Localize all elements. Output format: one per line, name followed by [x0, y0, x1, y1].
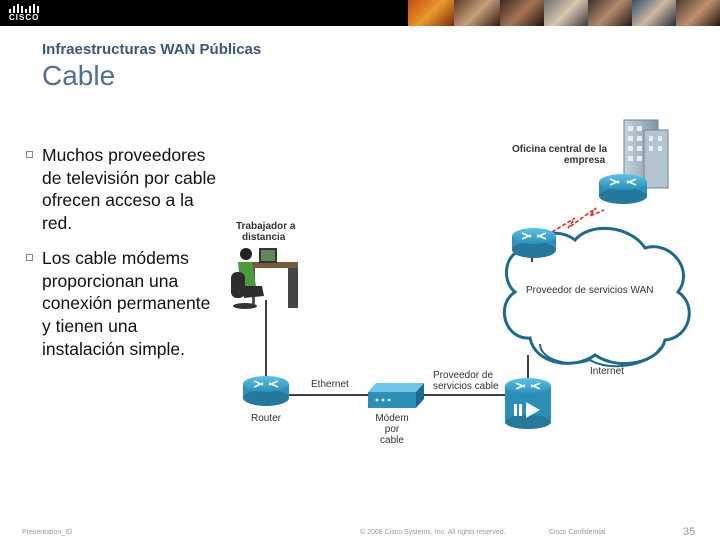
- router-icon: [599, 174, 647, 204]
- photo-collage-3: [500, 0, 544, 26]
- bullet-text: Los cable módems proporcionan una conexi…: [42, 247, 211, 359]
- cisco-logo: CISCO: [8, 4, 42, 22]
- top-banner: CISCO: [0, 0, 720, 26]
- router-icon: [243, 376, 289, 406]
- teleworker-label: Trabajador a distancia: [236, 221, 296, 243]
- cable-provider-label: Proveedor de servicios cable: [433, 370, 499, 392]
- bullet-text: Muchos proveedores de televisión por cab…: [42, 145, 217, 234]
- ethernet-label: Ethernet: [311, 379, 349, 390]
- bullet-item: Los cable módems proporcionan una conexi…: [26, 247, 221, 361]
- cable-modem-label: Módem por cable: [375, 413, 409, 446]
- wan-provider-label: Proveedor de servicios WAN: [526, 285, 654, 296]
- cisco-bars-icon: [9, 4, 39, 13]
- internet-label: Internet: [590, 366, 624, 377]
- cable-headend-router-icon: [505, 378, 551, 429]
- router-icon: [512, 228, 556, 258]
- footer-presentation-id: Presentation_ID: [22, 529, 73, 536]
- bullet-square-icon: [26, 253, 33, 261]
- bullet-item: Muchos proveedores de televisión por cab…: [26, 144, 221, 235]
- photo-collage-6: [632, 0, 676, 26]
- photo-collage-1: [408, 0, 454, 26]
- photo-collage-7: [676, 0, 720, 26]
- footer-classification: Cisco Confidential: [549, 529, 606, 536]
- bullet-list: Muchos proveedores de televisión por cab…: [26, 144, 221, 372]
- head-office-label: Oficina central de la empresa: [512, 144, 608, 166]
- photo-collage-4: [544, 0, 588, 26]
- slide-subtitle: Infraestructuras WAN Públicas: [42, 41, 262, 58]
- bullet-square-icon: [26, 151, 33, 158]
- page-number: 35: [683, 526, 696, 538]
- logo-text: CISCO: [9, 13, 40, 22]
- cable-modem-icon: [368, 383, 424, 408]
- wan-cloud-icon: [502, 226, 691, 368]
- teleworker-icon: [231, 248, 298, 309]
- wan-link-zigzag: [551, 207, 605, 233]
- slide-title: Cable: [42, 60, 116, 91]
- photo-collage-5: [588, 0, 632, 26]
- router-label: Router: [251, 413, 282, 424]
- photo-collage-2: [454, 0, 500, 26]
- footer-copyright: © 2008 Cisco Systems, Inc. All rights re…: [360, 529, 506, 536]
- photo-collage: [408, 0, 720, 26]
